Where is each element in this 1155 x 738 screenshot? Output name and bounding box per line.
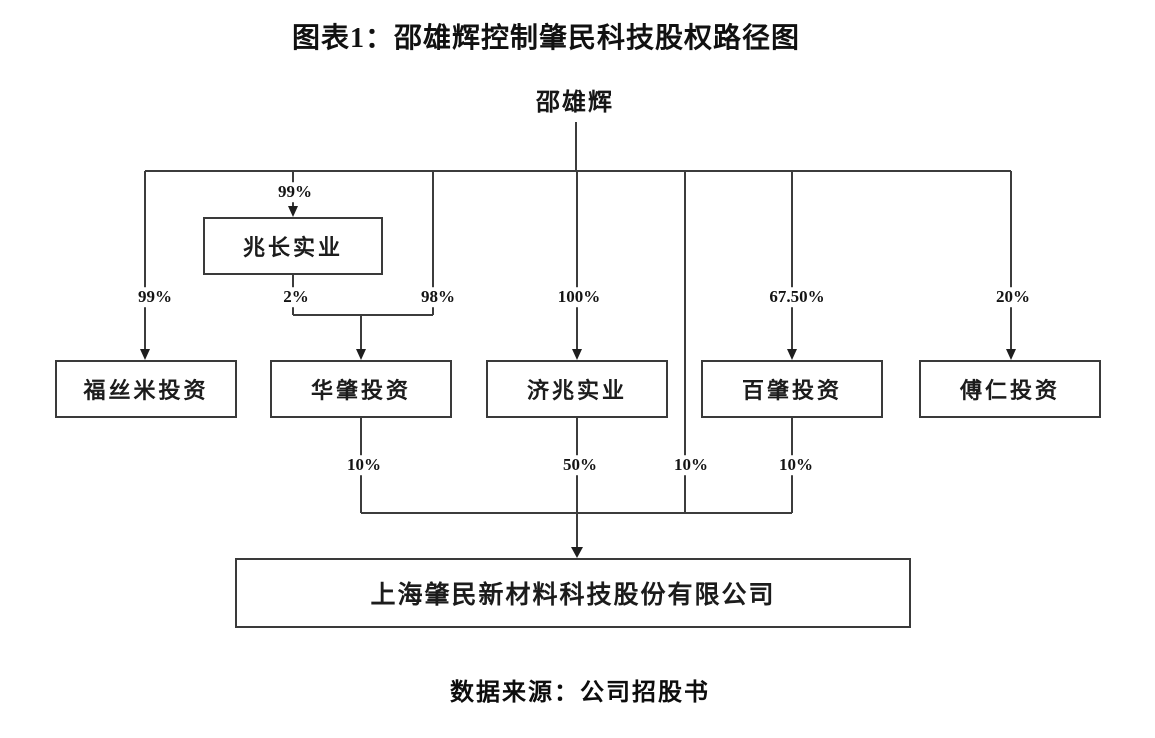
- arrowhead-zhaochang: [288, 206, 298, 217]
- arrowhead-fusimi: [140, 349, 150, 360]
- arrowhead-baizhao: [787, 349, 797, 360]
- arrowhead-huazhao: [356, 349, 366, 360]
- arrowhead-company: [571, 547, 583, 558]
- arrowhead-furen: [1006, 349, 1016, 360]
- arrowhead-jizhao: [572, 349, 582, 360]
